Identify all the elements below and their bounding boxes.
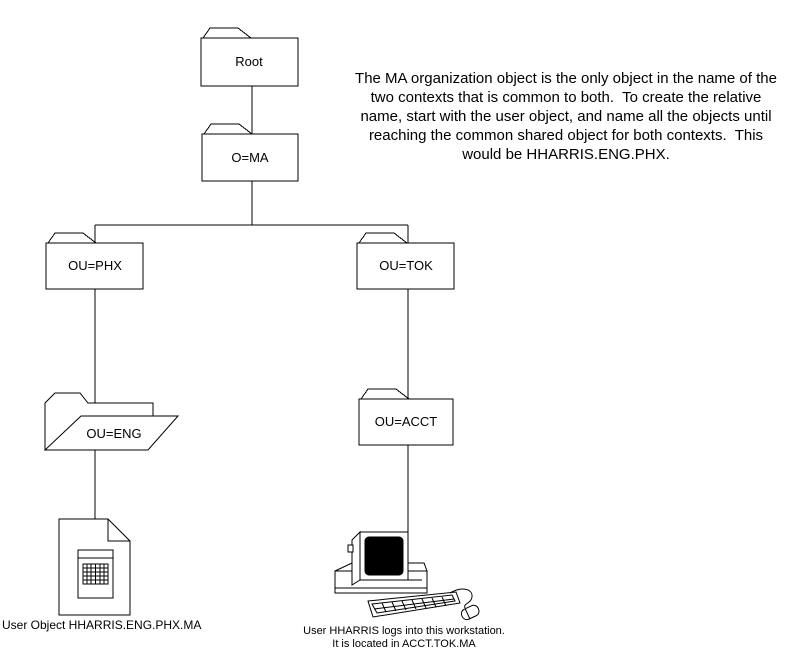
- annotation-line: reaching the common shared object for bo…: [368, 127, 764, 144]
- folder-icon: [201, 133, 299, 182]
- annotation-line: two contexts that is common to both. To …: [370, 89, 762, 106]
- document-fold-icon: [107, 519, 130, 542]
- workstation-caption-line2: It is located in ACCT.TOK.MA: [332, 638, 476, 650]
- annotation-paragraph: The MA organization object is the only o…: [330, 69, 802, 164]
- node-root-label: Root: [235, 54, 263, 69]
- folder-icon: [356, 242, 455, 290]
- monitor-screen: [364, 536, 404, 576]
- open-folder-flap-icon: [43, 415, 180, 451]
- workstation-caption-line1: User HHARRIS logs into this workstation.: [303, 625, 505, 637]
- folder-icon: [200, 37, 299, 87]
- node-o-ma-label: O=MA: [231, 150, 269, 165]
- monitor-side: [351, 530, 361, 586]
- folder-tab-icon: [358, 232, 408, 244]
- folder-tab-icon: [203, 123, 253, 135]
- keyboard-keys: [381, 596, 447, 613]
- mouse-icon: [460, 604, 480, 621]
- node-o-ma: O=MA: [201, 123, 299, 182]
- node-root: Root: [200, 27, 299, 87]
- node-ou-acct-label: OU=ACCT: [375, 414, 438, 429]
- folder-icon: [45, 242, 144, 290]
- user-object-caption: User Object HHARRIS.ENG.PHX.MA: [2, 618, 202, 632]
- workstation-caption: User HHARRIS logs into this workstation.…: [293, 625, 515, 651]
- mouse-cable: [449, 588, 473, 609]
- folder-icon: [358, 398, 454, 446]
- node-ou-phx: OU=PHX: [45, 232, 144, 290]
- folder-tab-icon: [360, 388, 410, 400]
- node-ou-eng: OU=ENG: [43, 392, 180, 451]
- node-ou-eng-label: OU=ENG: [86, 426, 141, 441]
- monitor-knob-icon: [347, 544, 354, 553]
- node-ou-acct: OU=ACCT: [358, 388, 454, 446]
- folder-tab-icon: [202, 27, 252, 39]
- node-ou-tok-label: OU=TOK: [379, 258, 433, 273]
- node-ou-tok: OU=TOK: [356, 232, 455, 290]
- spreadsheet-grid: [82, 563, 109, 585]
- node-ou-phx-label: OU=PHX: [68, 258, 122, 273]
- workstation-icon: [334, 530, 480, 621]
- tree-connectors: [94, 86, 409, 532]
- annotation-line: name, start with the user object, and na…: [360, 108, 772, 125]
- user-object-document-icon: [58, 518, 131, 616]
- annotation-line: would be HHARRIS.ENG.PHX.: [462, 146, 670, 163]
- annotation-line: The MA organization object is the only o…: [355, 70, 777, 87]
- folder-tab-icon: [47, 232, 97, 244]
